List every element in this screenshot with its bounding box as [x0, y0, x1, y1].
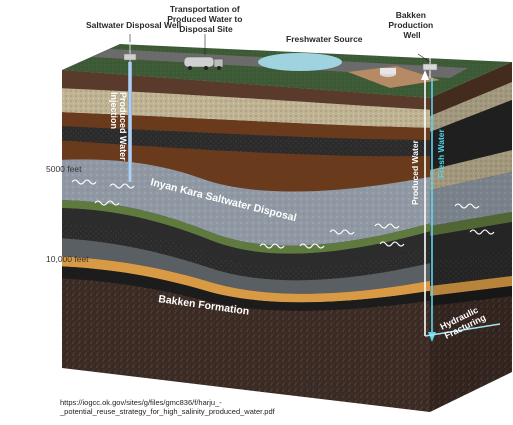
fresh-water-label: Fresh Water: [436, 128, 446, 178]
bakken-production-well-label: Bakken Production Well: [388, 10, 435, 40]
produced-water-label: Produced Water: [410, 139, 420, 205]
depth-10000-label: 10,000 feet: [46, 254, 89, 264]
saltwater-disposal-well-label: Saltwater Disposal Well: [86, 20, 181, 30]
production-pad: [348, 66, 440, 88]
source-line-1: https://iogcc.ok.gov/sites/g/files/gmc83…: [60, 398, 222, 407]
source-citation: https://iogcc.ok.gov/sites/g/files/gmc83…: [60, 398, 390, 416]
horizontal-lateral: [424, 323, 501, 337]
leader-lines: [129, 34, 431, 63]
source-line-2: _potential_reuse_strategy_for_high_salin…: [60, 407, 275, 416]
produced-water-arrow-icon: [421, 70, 429, 80]
transport-label: Transportation of Produced Water to Disp…: [167, 4, 245, 34]
freshwater-pond: [258, 53, 342, 71]
production-well-rig-icon: [422, 58, 438, 78]
disposal-well-rig-icon: [123, 42, 137, 62]
front-face: [62, 70, 430, 412]
water-wave-symbols: [71, 179, 495, 249]
produced-water-injection-label: Produced Water Injection: [109, 92, 128, 163]
truck-icon: [183, 56, 224, 70]
depth-5000-label: 5000 feet: [46, 164, 82, 174]
freshwater-source-label: Freshwater Source: [286, 34, 363, 44]
side-face: [430, 62, 512, 412]
